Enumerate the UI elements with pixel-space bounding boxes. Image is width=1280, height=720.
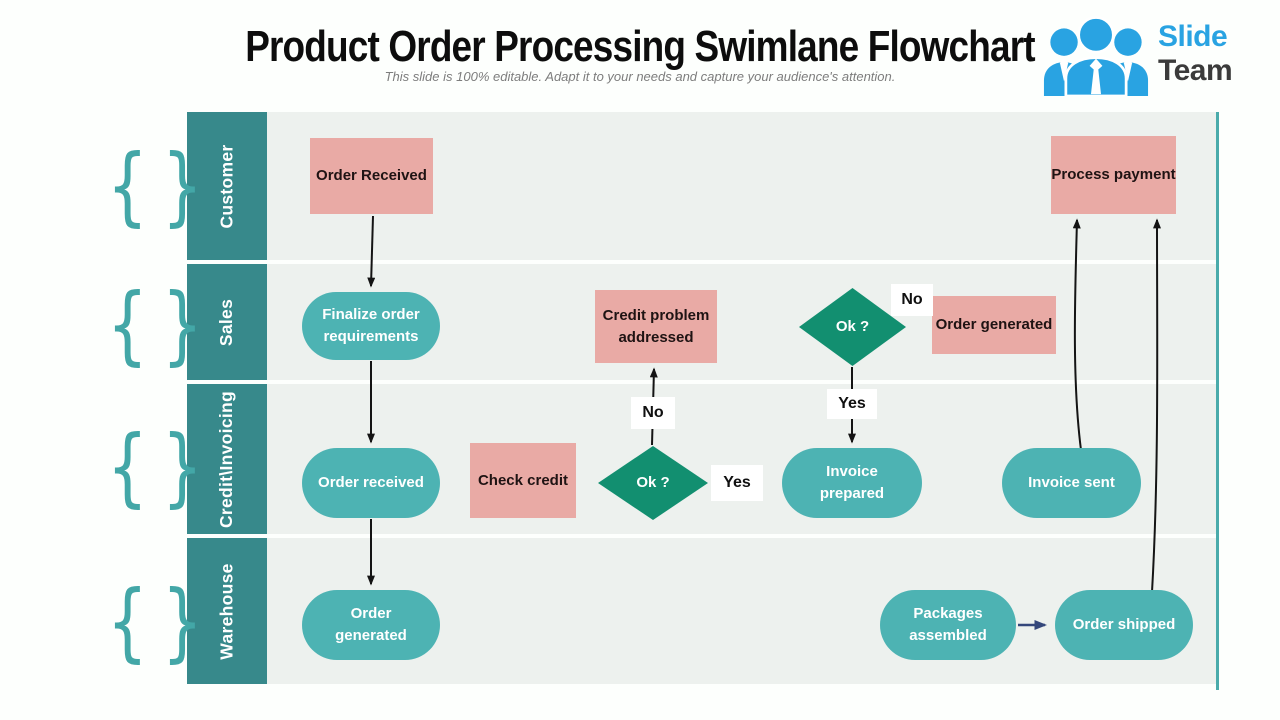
- node-invoice-prepared: Invoice prepared: [782, 448, 922, 518]
- page-title: Product Order Processing Swimlane Flowch…: [245, 22, 1035, 71]
- lane-label-sales: Sales: [187, 264, 267, 380]
- node-credit-problem-addressed: Credit problem addressed: [595, 290, 717, 363]
- logo-word-slide: Slide: [1158, 20, 1228, 53]
- logo-word-team: Team: [1158, 54, 1233, 87]
- lane-label-credit-invoicing: Credit\Invoicing: [187, 384, 267, 534]
- edge-label-credit-yes: Yes: [711, 465, 763, 501]
- edge-label-credit-no: No: [631, 397, 675, 429]
- node-order-received-credit: Order received: [302, 448, 440, 518]
- node-process-payment: Process payment: [1051, 136, 1176, 214]
- node-check-credit: Check credit: [470, 443, 576, 518]
- slideteam-logo: Slide Team: [1040, 12, 1233, 96]
- customer-buyer-icon: { $ }: [106, 136, 203, 236]
- lane-label-warehouse: Warehouse: [187, 538, 267, 684]
- warehouse-racks-icon: { }: [100, 576, 203, 668]
- slideteam-people-icon: [1043, 16, 1149, 96]
- node-order-generated-warehouse: Order generated: [302, 590, 440, 660]
- edge-label-sales-no: No: [891, 284, 933, 316]
- edge-label-sales-yes: Yes: [827, 389, 877, 419]
- node-packages-assembled: Packages assembled: [880, 590, 1016, 660]
- node-order-generated-sales: Order generated: [932, 296, 1056, 354]
- right-accent-line: [1216, 112, 1219, 690]
- sales-growth-icon: { $ }: [100, 279, 203, 371]
- invoice-document-icon: { $ }: [106, 417, 203, 517]
- header: Product Order Processing Swimlane Flowch…: [0, 22, 1280, 72]
- lane-label-customer: Customer: [187, 112, 267, 260]
- node-order-shipped: Order shipped: [1055, 590, 1193, 660]
- node-invoice-sent: Invoice sent: [1002, 448, 1141, 518]
- node-finalize-order-requirements: Finalize order requirements: [302, 292, 440, 360]
- node-order-received-customer: Order Received: [310, 138, 433, 214]
- page-subtitle: This slide is 100% editable. Adapt it to…: [384, 69, 896, 84]
